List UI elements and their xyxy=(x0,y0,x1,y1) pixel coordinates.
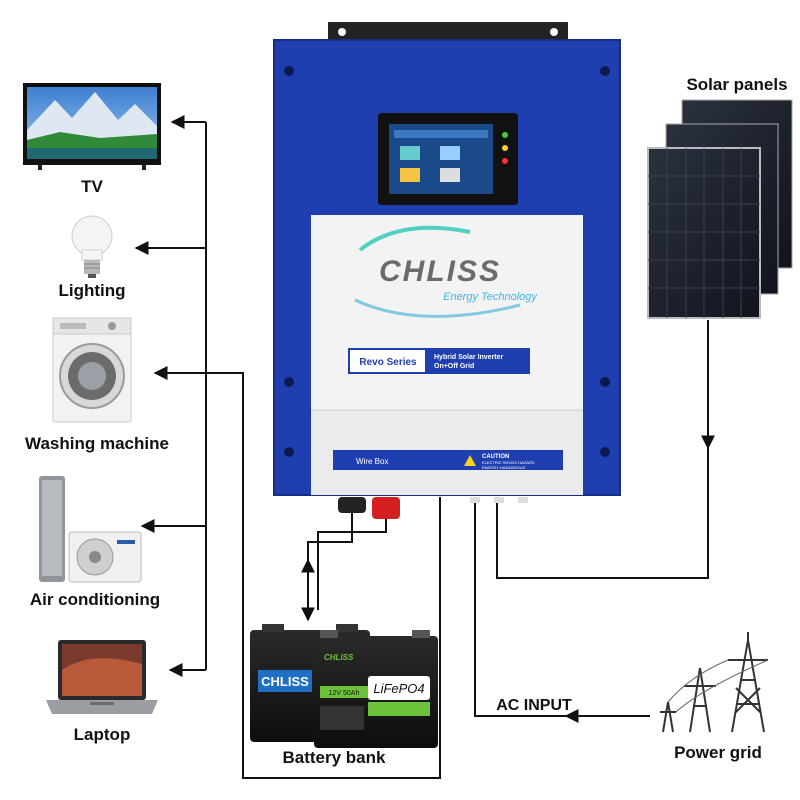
inverter-brand: CHLISS xyxy=(379,255,501,288)
laptop-label: Laptop xyxy=(74,725,131,744)
wire-box-bar xyxy=(333,450,563,470)
wire-box-label: Wire Box xyxy=(356,457,388,466)
wires xyxy=(134,115,715,779)
solar-panels-label: Solar panels xyxy=(686,75,787,94)
laptop-icon xyxy=(46,640,158,714)
caution-line1: ELECTRIC SHOCK HAZARD xyxy=(482,460,535,465)
washing-machine-icon xyxy=(52,317,132,423)
caution-title: CAUTION xyxy=(482,454,509,460)
battery-chemistry: LiFePO4 xyxy=(373,681,424,696)
battery-brand-back: CHLISS xyxy=(324,653,354,662)
solar-panels-icon xyxy=(647,99,793,319)
air-conditioner-icon xyxy=(39,476,142,583)
product-line1: Hybrid Solar Inverter xyxy=(434,354,504,361)
dc-terminals xyxy=(338,497,528,519)
washing-machine-label: Washing machine xyxy=(25,434,169,453)
ac-input-label: AC INPUT xyxy=(496,697,572,714)
warning-icon xyxy=(464,455,476,466)
lighting-label: Lighting xyxy=(58,281,125,300)
power-grid-label: Power grid xyxy=(674,743,762,762)
air-conditioning-label: Air conditioning xyxy=(30,590,160,609)
battery-bank-label: Battery bank xyxy=(283,748,387,767)
light-bulb-icon xyxy=(71,215,113,278)
tv-icon xyxy=(23,83,161,170)
battery-rating: 12V 50Ah xyxy=(329,690,360,697)
caution-line2: ENERGY HAZARDOUS xyxy=(482,465,525,470)
inverter-tagline: Energy Technology xyxy=(443,291,538,303)
battery-bank-icon xyxy=(250,624,438,748)
power-grid-icon xyxy=(660,632,769,733)
series-label: Revo Series xyxy=(359,357,417,368)
battery-brand-front: CHLISS xyxy=(261,674,309,689)
product-line2: On+Off Grid xyxy=(434,363,474,370)
tv-label: TV xyxy=(81,177,103,196)
